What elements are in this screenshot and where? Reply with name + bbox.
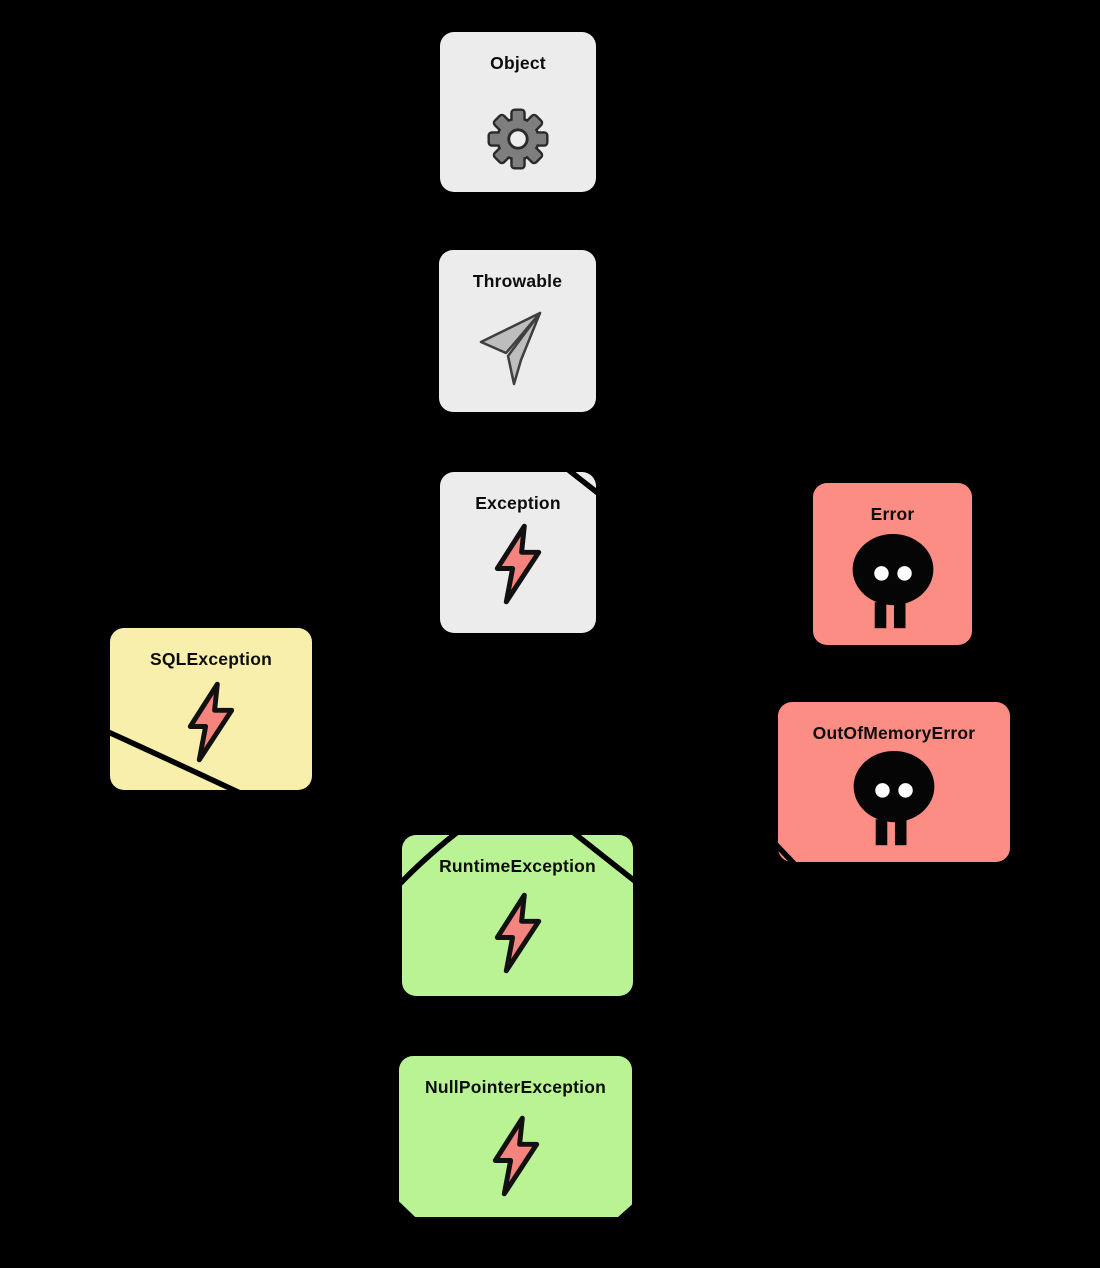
node-error-label: Error — [870, 504, 915, 524]
node-runtimeexception[interactable]: RuntimeException — [402, 835, 633, 996]
node-sqlexception-label: SQLException — [149, 649, 272, 669]
lightning-icon — [492, 1115, 539, 1197]
lightning-icon — [187, 681, 235, 763]
lightning-icon — [494, 523, 542, 605]
node-exception-label: Exception — [475, 493, 561, 513]
node-throwable[interactable]: Throwable — [439, 250, 596, 412]
node-error[interactable]: Error — [813, 483, 972, 645]
node-exception[interactable]: Exception — [440, 472, 596, 633]
node-nullpointerexception-label: NullPointerException — [425, 1077, 606, 1097]
node-object-label: Object — [490, 53, 546, 73]
node-runtimeexception-label: RuntimeException — [439, 856, 596, 876]
node-throwable-label: Throwable — [472, 271, 563, 291]
gear-icon — [487, 108, 549, 170]
node-outofmemoryerror[interactable]: OutOfMemoryError — [778, 702, 1010, 862]
node-outofmemoryerror-label: OutOfMemoryError — [812, 723, 976, 743]
node-sqlexception[interactable]: SQLException — [110, 628, 312, 790]
lightning-icon — [494, 892, 541, 974]
skull-icon — [853, 750, 935, 846]
node-object[interactable]: Object — [440, 32, 596, 192]
skull-icon — [852, 533, 933, 629]
paper-plane-icon — [479, 311, 541, 386]
node-nullpointerexception[interactable]: NullPointerException — [399, 1056, 632, 1217]
